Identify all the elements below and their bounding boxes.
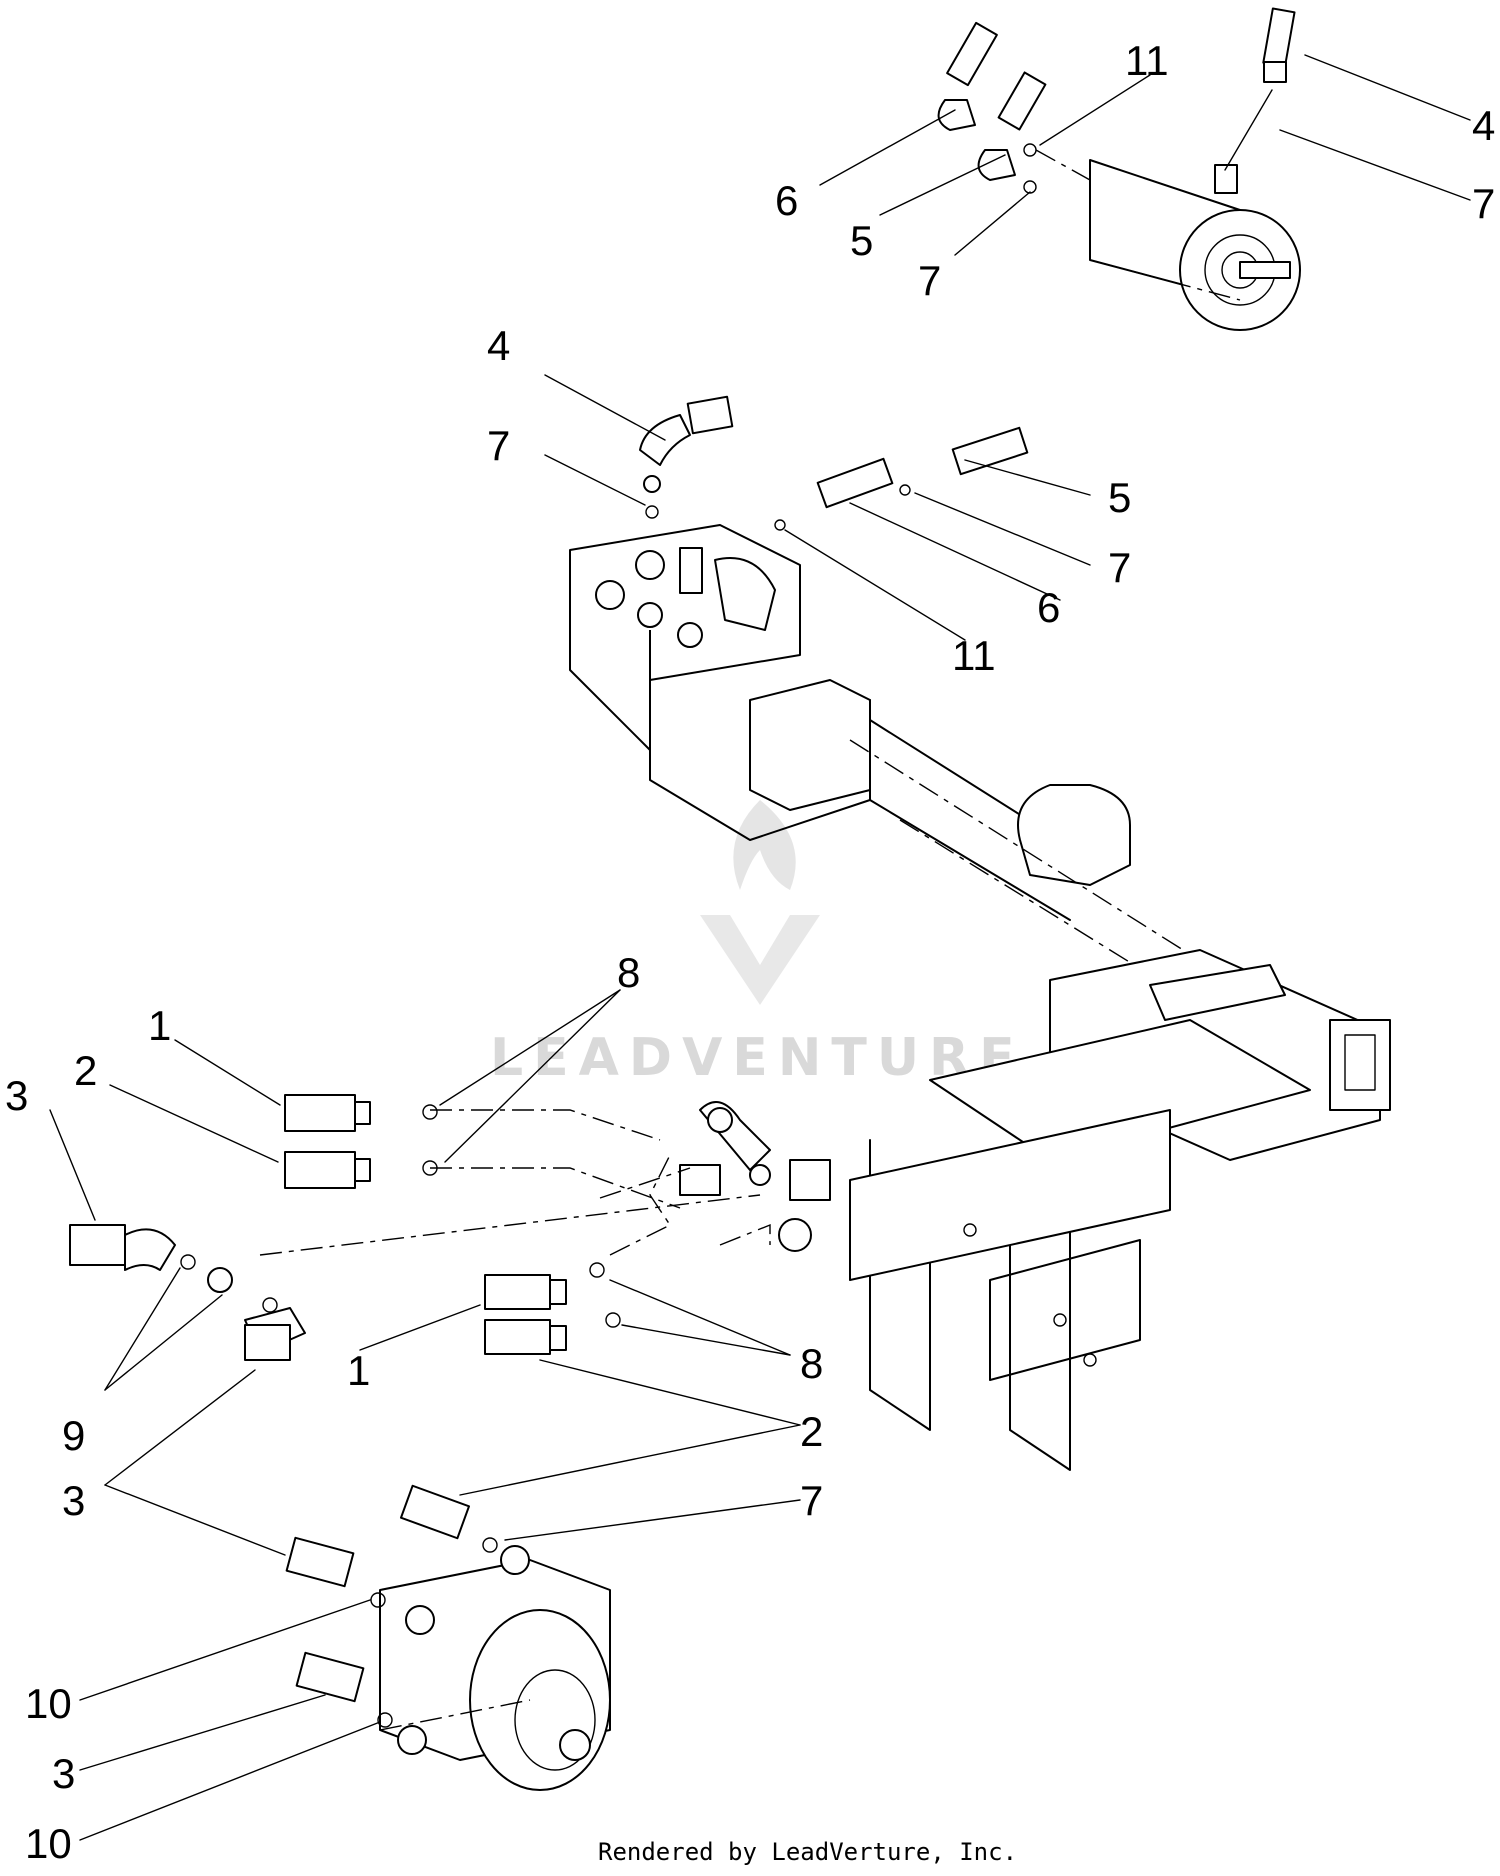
top-fitting-5 <box>977 71 1047 194</box>
valve-fitting-4 <box>639 395 734 519</box>
callout-7-mid-left: 7 <box>487 422 510 469</box>
callout-8-bottom: 8 <box>800 1340 823 1387</box>
watermark-logo <box>700 800 820 1005</box>
top-fitting-4 <box>1224 7 1296 171</box>
bottom-fitting-3b <box>295 1651 427 1755</box>
callout-3-bottom: 3 <box>52 1750 75 1797</box>
top-fitting-6 <box>937 21 998 131</box>
top-pump <box>1089 159 1301 331</box>
callout-7-mid-right: 7 <box>1108 544 1131 591</box>
bottom-fitting-2 <box>399 1484 530 1575</box>
callout-4-mid: 4 <box>487 322 510 369</box>
callout-1-right: 1 <box>347 1347 370 1394</box>
callout-6-mid: 6 <box>1037 584 1060 631</box>
mid-fitting-1 <box>484 1262 605 1310</box>
mid-fitting-2 <box>484 1312 621 1355</box>
callout-4-top: 4 <box>1472 102 1495 149</box>
callout-7-bottom: 7 <box>800 1477 823 1524</box>
callout-1-left: 1 <box>148 1002 171 1049</box>
callout-6-top: 6 <box>775 177 798 224</box>
callout-7-top-left: 7 <box>918 257 941 304</box>
bottom-pump <box>379 1559 611 1791</box>
callout-3-mid: 3 <box>62 1477 85 1524</box>
callout-5-top: 5 <box>850 217 873 264</box>
callout-2-right: 2 <box>800 1408 823 1455</box>
callout-8-top: 8 <box>617 949 640 996</box>
left-fitting-2 <box>284 1151 438 1189</box>
valve-fitting-6 <box>774 457 894 531</box>
callout-7-top-right: 7 <box>1472 180 1495 227</box>
left-fitting-1 <box>284 1094 438 1132</box>
callout-3-top: 3 <box>5 1072 28 1119</box>
callout-11-mid: 11 <box>952 632 996 679</box>
bottom-fitting-3a <box>285 1536 435 1635</box>
credit-text: Rendered by LeadVerture, Inc. <box>598 1838 1017 1866</box>
valve-fitting-5 <box>899 426 1029 496</box>
valve-block <box>569 524 801 751</box>
callout-11-top: 11 <box>1125 37 1169 84</box>
callout-labels: 4 7 11 6 5 7 4 7 5 7 6 11 8 1 2 3 1 8 2 … <box>5 37 1495 1867</box>
frame-valve <box>599 1159 831 1252</box>
watermark-text: LEADVENTURE <box>490 1028 1025 1088</box>
callout-5-mid: 5 <box>1108 474 1131 521</box>
callout-2-left: 2 <box>74 1047 97 1094</box>
callout-10-b: 10 <box>25 1820 72 1867</box>
leader-lines <box>49 54 1471 1841</box>
callout-9: 9 <box>62 1412 85 1459</box>
callout-10-a: 10 <box>25 1680 72 1727</box>
left-fitting-3-elbow <box>69 1224 306 1361</box>
frame <box>649 679 1391 1471</box>
